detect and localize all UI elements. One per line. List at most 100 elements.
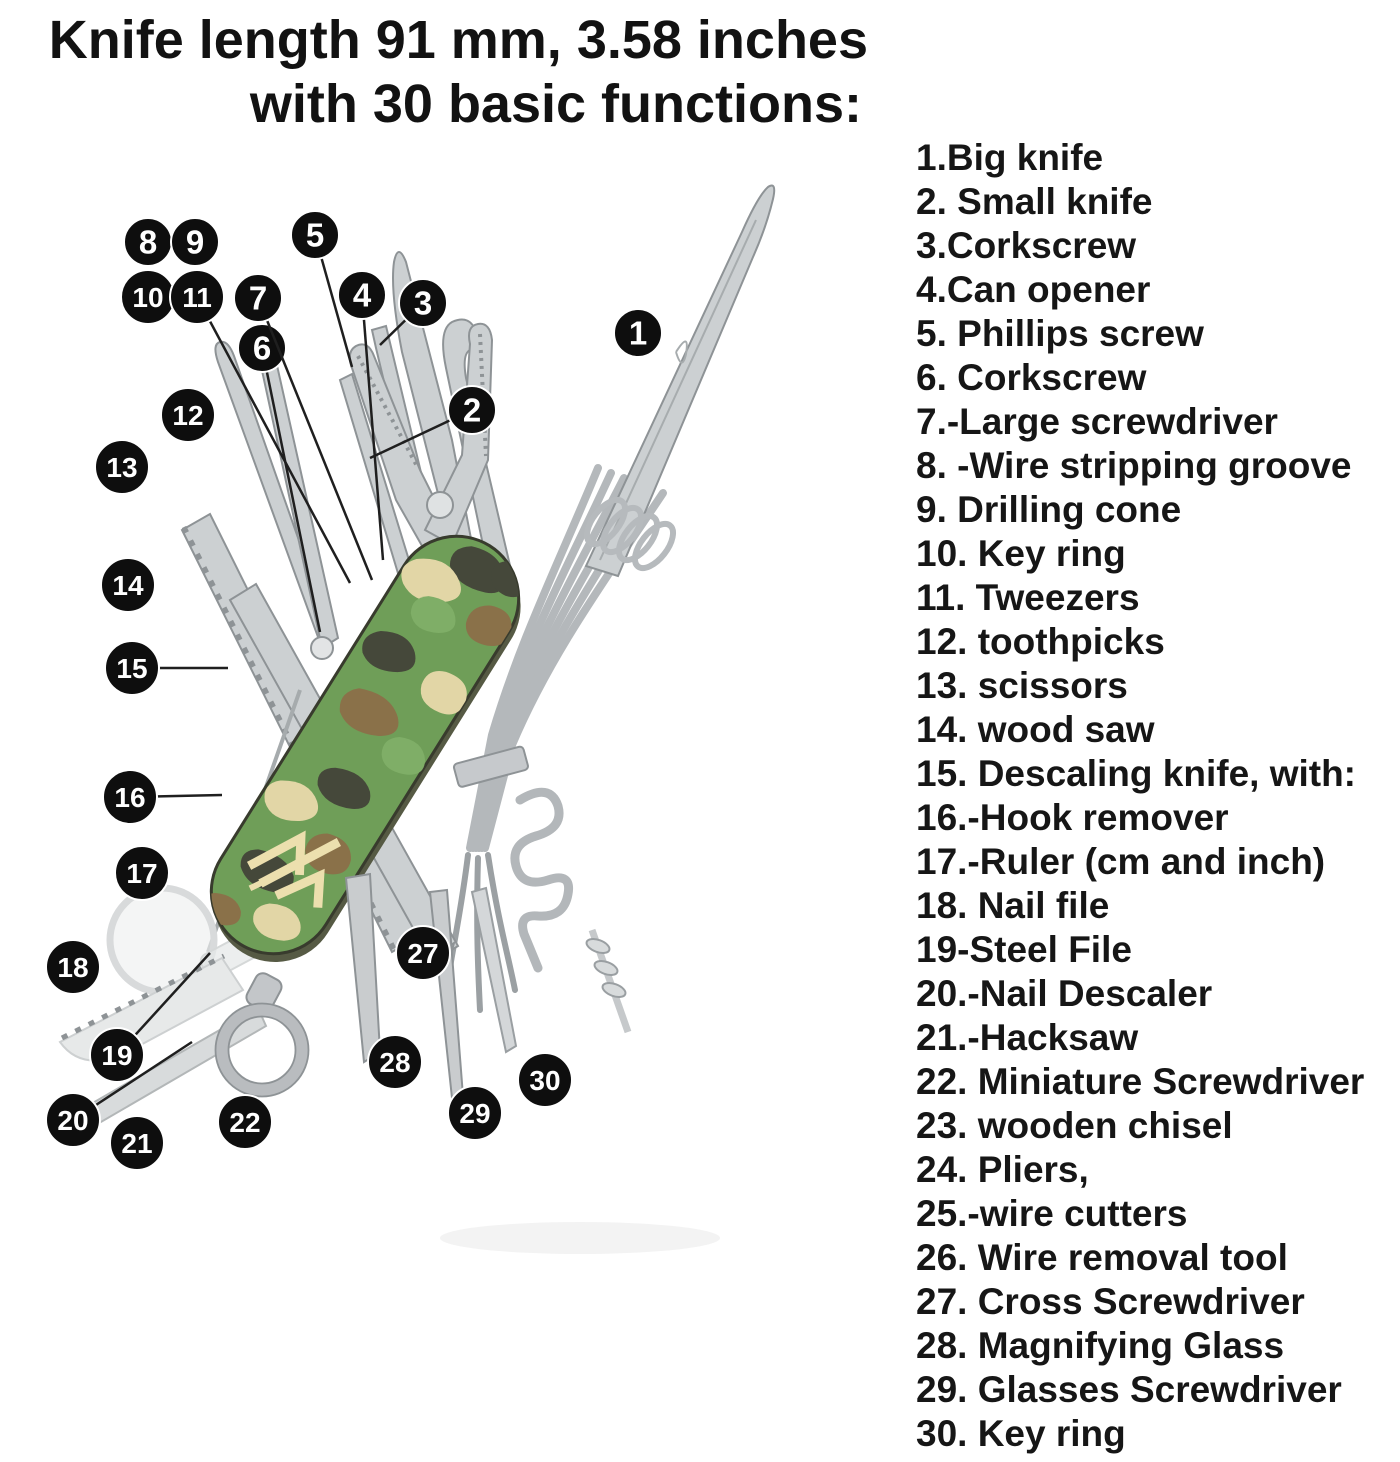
function-item-20: 20.-Nail Descaler bbox=[916, 973, 1213, 1014]
callout-number-16: 16 bbox=[114, 782, 145, 813]
callout-28: 28 bbox=[367, 1034, 423, 1090]
function-item-10: 10. Key ring bbox=[916, 533, 1126, 574]
callout-8: 8 bbox=[123, 217, 173, 267]
shadow bbox=[440, 1222, 720, 1254]
callout-12: 12 bbox=[160, 387, 216, 443]
callout-number-6: 6 bbox=[253, 330, 271, 367]
callout-2: 2 bbox=[447, 385, 497, 435]
function-item-30: 30. Key ring bbox=[916, 1413, 1126, 1454]
callout-9: 9 bbox=[170, 217, 220, 267]
function-item-6: 6. Corkscrew bbox=[916, 357, 1147, 398]
callout-bubble-16 bbox=[102, 769, 158, 825]
callout-number-30: 30 bbox=[529, 1065, 560, 1096]
callout-19: 19 bbox=[89, 1027, 145, 1083]
function-item-22: 22. Miniature Screwdriver bbox=[916, 1061, 1365, 1102]
handle-logo bbox=[246, 830, 341, 908]
camo-pattern bbox=[200, 546, 529, 941]
function-item-27: 27. Cross Screwdriver bbox=[916, 1281, 1305, 1322]
callout-30: 30 bbox=[517, 1052, 573, 1108]
callout-bubble-28 bbox=[367, 1034, 423, 1090]
spring-coil bbox=[583, 497, 677, 571]
callout-number-1: 1 bbox=[629, 315, 647, 352]
callout-29: 29 bbox=[447, 1085, 503, 1141]
callout-number-18: 18 bbox=[57, 952, 88, 983]
callout-bubble-17 bbox=[114, 845, 170, 901]
callout-bubble-7 bbox=[233, 273, 283, 323]
mini-screwdriver-pin bbox=[585, 928, 632, 1034]
callout-bubble-5 bbox=[290, 210, 340, 260]
callout-number-28: 28 bbox=[379, 1047, 410, 1078]
callout-bubble-18 bbox=[45, 939, 101, 995]
callout-number-21: 21 bbox=[121, 1128, 152, 1159]
callout-leader-6 bbox=[260, 347, 322, 633]
callout-number-9: 9 bbox=[186, 224, 204, 261]
callout-bubble-21 bbox=[109, 1115, 165, 1171]
title-line-2: with 30 basic functions: bbox=[249, 74, 862, 134]
function-item-26: 26. Wire removal tool bbox=[916, 1237, 1288, 1278]
callout-5: 5 bbox=[290, 210, 340, 260]
callout-bubble-27 bbox=[395, 925, 451, 981]
page-title: Knife length 91 mm, 3.58 inches with 30 … bbox=[0, 8, 868, 136]
callout-number-3: 3 bbox=[414, 285, 432, 322]
function-item-11: 11. Tweezers bbox=[916, 577, 1140, 618]
function-item-7: 7.-Large screwdriver bbox=[916, 401, 1278, 442]
callout-bubble-14 bbox=[100, 557, 156, 613]
callout-17: 17 bbox=[114, 845, 170, 901]
callout-7: 7 bbox=[233, 273, 283, 323]
callout-number-13: 13 bbox=[106, 452, 137, 483]
pliers bbox=[348, 322, 494, 562]
function-item-1: 1.Big knife bbox=[916, 137, 1104, 178]
callout-27: 27 bbox=[395, 925, 451, 981]
callout-18: 18 bbox=[45, 939, 101, 995]
function-item-14: 14. wood saw bbox=[916, 709, 1155, 750]
callout-bubble-4 bbox=[337, 270, 387, 320]
callout-bubble-15 bbox=[104, 640, 160, 696]
callout-number-19: 19 bbox=[101, 1040, 132, 1071]
callout-13: 13 bbox=[94, 439, 150, 495]
clamp-band bbox=[452, 745, 529, 788]
callout-leader-11 bbox=[195, 296, 352, 584]
key-ring bbox=[214, 972, 310, 1098]
callout-number-11: 11 bbox=[182, 282, 212, 313]
function-item-4: 4.Can opener bbox=[916, 269, 1151, 310]
callout-number-27: 27 bbox=[407, 938, 438, 969]
callout-bubble-3 bbox=[398, 278, 448, 328]
callout-number-22: 22 bbox=[229, 1107, 260, 1138]
callout-bubble-30 bbox=[517, 1052, 573, 1108]
corkscrew bbox=[510, 787, 574, 973]
title-line-1: Knife length 91 mm, 3.58 inches bbox=[48, 10, 868, 70]
function-item-15: 15. Descaling knife, with: bbox=[916, 753, 1357, 794]
callout-number-12: 12 bbox=[172, 400, 203, 431]
callout-22: 22 bbox=[217, 1094, 273, 1150]
callout-bubble-12 bbox=[160, 387, 216, 443]
callout-21: 21 bbox=[109, 1115, 165, 1171]
knife-diagram: 1234567891011121314151617181920212227282… bbox=[45, 184, 776, 1254]
function-item-17: 17.-Ruler (cm and inch) bbox=[916, 841, 1326, 882]
callout-number-14: 14 bbox=[112, 570, 144, 601]
callout-16: 16 bbox=[102, 769, 158, 825]
callout-bubble-2 bbox=[447, 385, 497, 435]
function-item-16: 16.-Hook remover bbox=[916, 797, 1229, 838]
function-item-13: 13. scissors bbox=[916, 665, 1128, 706]
callout-number-5: 5 bbox=[306, 217, 324, 254]
callout-leader-7 bbox=[256, 297, 374, 581]
function-item-29: 29. Glasses Screwdriver bbox=[916, 1369, 1342, 1410]
function-item-2: 2. Small knife bbox=[916, 181, 1153, 222]
callout-bubble-19 bbox=[89, 1027, 145, 1083]
function-item-18: 18. Nail file bbox=[916, 885, 1110, 926]
callout-number-2: 2 bbox=[463, 392, 481, 429]
callout-number-4: 4 bbox=[353, 277, 372, 314]
callout-bubble-1 bbox=[613, 308, 663, 358]
callout-15: 15 bbox=[104, 640, 160, 696]
callout-number-29: 29 bbox=[459, 1098, 490, 1129]
function-item-25: 25.-wire cutters bbox=[916, 1193, 1188, 1234]
callout-3: 3 bbox=[398, 278, 448, 328]
callout-14: 14 bbox=[100, 557, 156, 613]
callout-bubble-22 bbox=[217, 1094, 273, 1150]
function-item-12: 12. toothpicks bbox=[916, 621, 1165, 662]
function-item-3: 3.Corkscrew bbox=[916, 225, 1137, 266]
callout-number-20: 20 bbox=[57, 1105, 88, 1136]
callout-number-17: 17 bbox=[126, 858, 157, 889]
